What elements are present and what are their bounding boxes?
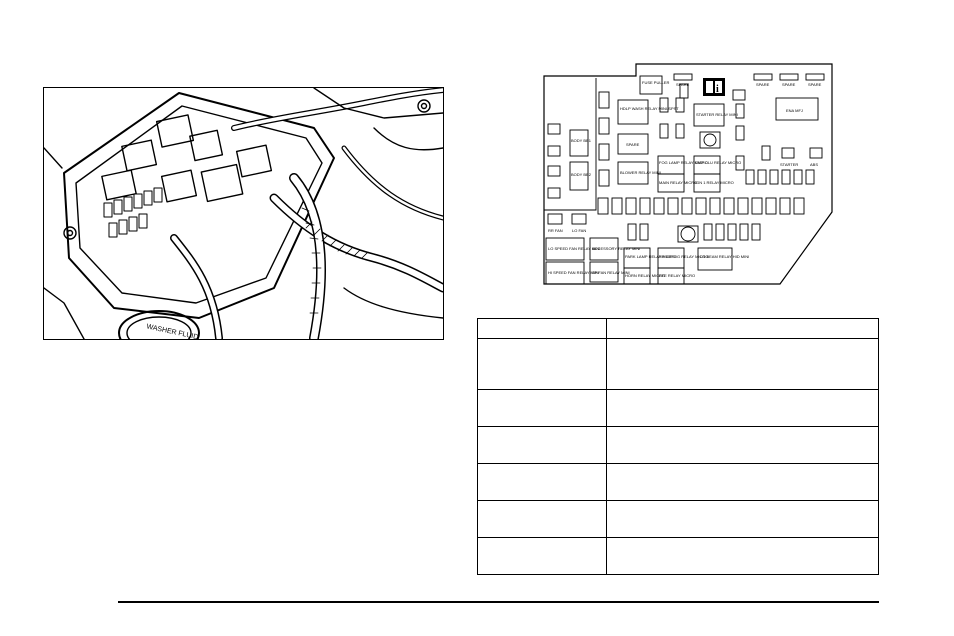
starter-label: STARTER <box>780 162 798 167</box>
usage-cell <box>606 426 879 464</box>
park-lamp-relay-label: PARK LAMP RELAY MICRO <box>625 254 676 259</box>
page-bottom-rule <box>118 601 879 603</box>
fuse-cell <box>477 463 607 501</box>
table-row <box>477 338 879 390</box>
body-bb1-label: BODY BB1 <box>571 138 592 143</box>
hi-speed-fan-relay-label: HI SPEED FAN RELAY MINI <box>548 270 599 275</box>
usage-cell <box>606 500 879 538</box>
table-row <box>477 426 879 464</box>
table-row <box>477 389 879 427</box>
lo-fan-label: LO FAN <box>572 228 586 233</box>
fuse-puller-slot <box>639 75 663 95</box>
table-row <box>477 500 879 538</box>
lo-speed-fan-relay-label: LO SPEED FAN RELAY MINI <box>548 246 600 251</box>
table-row <box>477 463 879 501</box>
spare-label: SPARE <box>782 82 796 87</box>
fuse-usage-table <box>477 318 879 575</box>
table-header-row <box>477 318 879 339</box>
usage-cell <box>606 338 879 390</box>
ign1-relay-label: IGN 1 RELAY MICRO <box>695 180 734 185</box>
ena-mfj-label: ENA MFJ <box>786 108 803 113</box>
fuse-cell <box>477 426 607 464</box>
engine-compartment-photo: WASHER FLUID <box>43 87 444 340</box>
efe-relay-label: EFE RELAY MICRO <box>659 273 695 278</box>
spare-label: SPARE <box>676 82 690 87</box>
usage-cell <box>606 389 879 427</box>
cmp-clu-relay-label: CMP CLU RELAY MICRO <box>695 160 741 165</box>
fuse-puller-label: FUSE PULLER <box>642 80 669 85</box>
usage-cell <box>606 537 879 575</box>
fog-lamp-relay-label: FOG LAMP RELAY MICRO <box>659 160 708 165</box>
spare-label: SPARE <box>756 82 770 87</box>
usage-column-header <box>606 318 879 339</box>
hdlp-wash-relay-label: HDLP WASH RELAY MINI-SPST <box>620 106 679 111</box>
svg-text:i: i <box>716 84 719 95</box>
fuse-cell <box>477 537 607 575</box>
abs-label: ABS <box>810 162 818 167</box>
usage-cell <box>606 463 879 501</box>
table-row <box>477 537 879 575</box>
body-bb2-label: BODY BB2 <box>571 172 592 177</box>
lo-beam-relay-label: LO BEAM RELAY HID MINI <box>700 254 749 259</box>
starter-relay-label: STARTER RELAY MINI <box>696 112 738 117</box>
fuse-block-diagram: i FUSE PULLER SPARE SPARE SPARE SPARE HD… <box>540 62 834 287</box>
book-info-icon: i <box>703 78 725 96</box>
main-relay-label: MAIN RELAY MICRO <box>659 180 697 185</box>
accessory-relay-label: ACCESSORY RELAY MINI <box>592 246 640 251</box>
fuse-cell <box>477 338 607 390</box>
blower-relay-label: BLOWER RELAY MINI <box>620 170 661 175</box>
rr-fan-label: RR FAN <box>548 228 563 233</box>
fuse-column-header <box>477 318 607 339</box>
rr-defog-relay-label: RR DEFOG RELAY MICRO <box>659 254 708 259</box>
spare-label: SPARE <box>626 142 640 147</box>
sp-fan-relay-label: SP FAN RELAY MINI <box>592 270 630 275</box>
spare-label: SPARE <box>808 82 822 87</box>
fuse-cell <box>477 500 607 538</box>
horn-relay-label: HORN RELAY MICRO <box>625 273 665 278</box>
fuse-cell <box>477 389 607 427</box>
